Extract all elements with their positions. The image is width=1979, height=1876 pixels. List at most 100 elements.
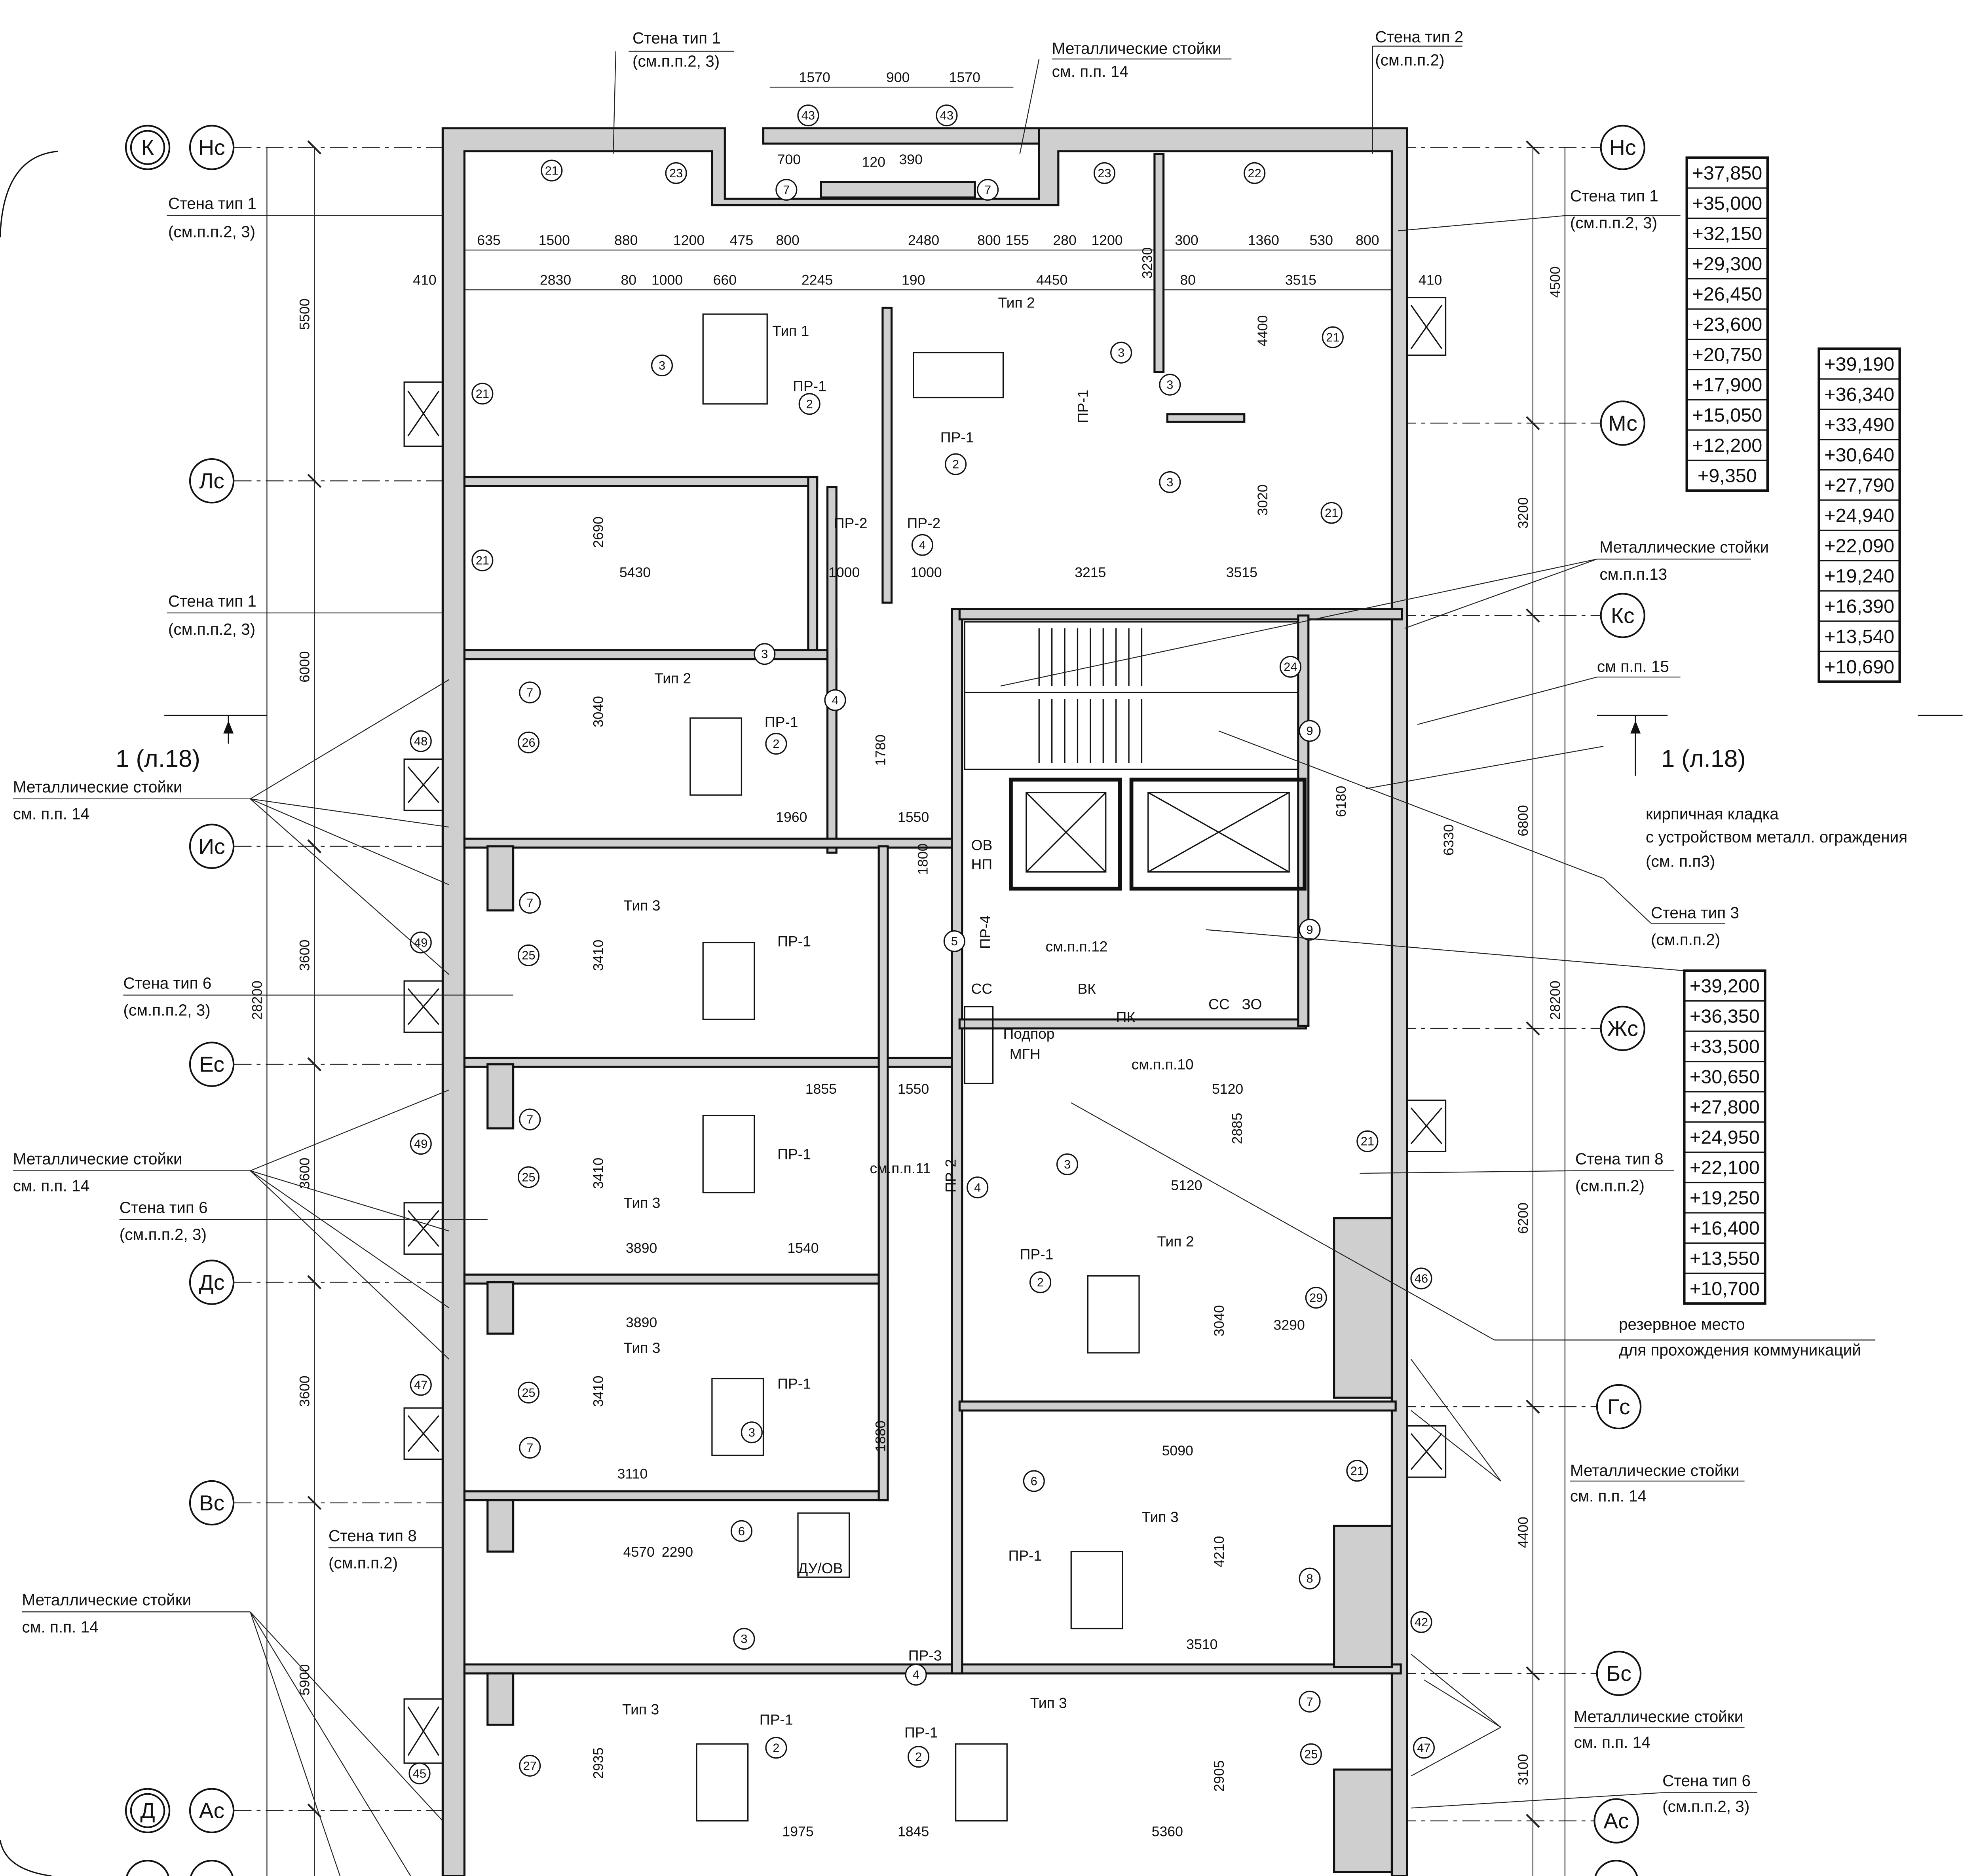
room-mark: 42 — [1410, 1611, 1432, 1633]
svg-text:ПР-2: ПР-2 — [834, 515, 868, 531]
svg-text:3: 3 — [748, 1425, 755, 1439]
axis-markers-left: К Нс Лс Ис Ес Дс Вс Д Ас — [125, 125, 235, 1876]
svg-text:6200: 6200 — [1515, 1203, 1531, 1234]
elevation-value: +39,190 — [1824, 354, 1894, 375]
interior-walls — [463, 153, 1403, 1873]
room-mark: 2 — [908, 1746, 930, 1768]
equipment-labels: Тип 1 Тип 2 Тип 2 Тип 3 Тип 3 Тип 2 Тип … — [622, 294, 1262, 1718]
note-title: Стена тип 8 — [329, 1527, 417, 1545]
elevation-value: +33,490 — [1824, 414, 1894, 435]
svg-text:3410: 3410 — [590, 1158, 606, 1189]
svg-text:см. п.п. 14: см. п.п. 14 — [22, 1618, 98, 1636]
note-title: Металлические стойки — [22, 1591, 191, 1609]
room-mark: 24 — [1279, 656, 1301, 678]
room-mark: 26 — [517, 731, 540, 753]
svg-text:3230: 3230 — [1139, 247, 1155, 279]
svg-text:3: 3 — [659, 359, 665, 372]
svg-text:7: 7 — [984, 183, 991, 197]
axis-label: Дс — [199, 1270, 225, 1295]
svg-text:7: 7 — [526, 896, 533, 910]
svg-text:(см.п.п.2, 3): (см.п.п.2, 3) — [168, 223, 255, 241]
svg-text:880: 880 — [614, 232, 638, 248]
svg-text:3: 3 — [1166, 475, 1173, 489]
svg-text:(см. п.п3): (см. п.п3) — [1646, 852, 1715, 871]
svg-text:(см.п.п.2, 3): (см.п.п.2, 3) — [168, 620, 255, 638]
svg-text:9: 9 — [1306, 724, 1313, 738]
svg-text:Тип 2: Тип 2 — [1157, 1233, 1194, 1250]
room-mark: 4 — [911, 534, 933, 556]
svg-text:8: 8 — [1306, 1572, 1313, 1586]
room-mark: 7 — [519, 892, 541, 914]
windows — [403, 297, 1447, 1764]
note-title: Металлические стойки — [1052, 39, 1221, 57]
svg-text:1200: 1200 — [1091, 232, 1122, 248]
room-mark: 21 — [1322, 326, 1344, 348]
svg-text:СС: СС — [1208, 996, 1230, 1012]
svg-text:530: 530 — [1309, 232, 1333, 248]
svg-text:2885: 2885 — [1229, 1113, 1245, 1144]
shaft-blocks — [689, 313, 1140, 1822]
svg-text:46: 46 — [1415, 1271, 1428, 1285]
elevation-value: +10,700 — [1690, 1278, 1760, 1299]
svg-text:ОВ: ОВ — [971, 837, 993, 854]
svg-text:3100: 3100 — [1515, 1754, 1531, 1785]
svg-text:4450: 4450 — [1036, 272, 1067, 288]
svg-text:МГН: МГН — [1010, 1046, 1041, 1062]
svg-text:4500: 4500 — [1547, 266, 1563, 298]
room-mark: 3 — [1159, 374, 1181, 396]
dimensions-row-1: 635 1500 880 1200 475 800 2480 800 155 2… — [477, 232, 1379, 248]
svg-text:21: 21 — [1361, 1134, 1374, 1148]
elevation-value: +35,000 — [1692, 193, 1762, 214]
axis-label: Мс — [1608, 411, 1637, 435]
room-mark: 7 — [1299, 1690, 1321, 1713]
stair-core — [964, 621, 1299, 770]
note-title: Стена тип 6 — [120, 1199, 208, 1217]
room-mark: 7 — [519, 681, 541, 704]
svg-text:1540: 1540 — [787, 1240, 819, 1256]
svg-text:6180: 6180 — [1333, 786, 1349, 817]
svg-text:23: 23 — [1098, 166, 1111, 180]
room-mark: 46 — [1410, 1267, 1432, 1290]
axis-label: Ис — [198, 834, 225, 859]
svg-text:см. п.п. 14: см. п.п. 14 — [13, 1177, 89, 1195]
svg-text:2: 2 — [915, 1750, 922, 1764]
svg-text:2480: 2480 — [908, 232, 939, 248]
svg-text:410: 410 — [1419, 272, 1442, 288]
svg-text:7: 7 — [783, 183, 790, 197]
svg-text:Тип 2: Тип 2 — [654, 670, 691, 687]
svg-text:1570: 1570 — [799, 69, 830, 85]
svg-text:2290: 2290 — [662, 1544, 693, 1560]
svg-text:(см.п.п.2, 3): (см.п.п.2, 3) — [1570, 214, 1657, 232]
svg-text:ПР-4: ПР-4 — [977, 915, 993, 949]
axis-label: Ас — [1603, 1809, 1629, 1833]
svg-text:7: 7 — [526, 1441, 533, 1455]
note-title: Металлические стойки — [1570, 1461, 1740, 1480]
svg-text:21: 21 — [1325, 506, 1338, 520]
elevation-tables: +37,850+35,000+32,150+29,300+26,450+23,6… — [1683, 156, 1901, 1305]
elevation-value: +10,690 — [1824, 656, 1894, 677]
svg-text:22: 22 — [1248, 166, 1261, 180]
room-mark: 7 — [977, 179, 999, 201]
svg-text:4210: 4210 — [1211, 1536, 1227, 1567]
svg-text:4: 4 — [832, 693, 838, 707]
svg-text:(см.п.п.2, 3): (см.п.п.2, 3) — [632, 52, 720, 70]
elevation-value: +15,050 — [1692, 405, 1762, 426]
svg-text:Подпор: Подпор — [1003, 1025, 1055, 1042]
svg-text:Тип 3: Тип 3 — [1030, 1694, 1067, 1711]
room-mark: 4 — [824, 689, 846, 711]
svg-text:21: 21 — [545, 164, 558, 178]
svg-text:49: 49 — [414, 935, 427, 949]
svg-text:1855: 1855 — [805, 1081, 837, 1097]
svg-text:1800: 1800 — [915, 844, 931, 875]
room-mark: 3 — [741, 1421, 763, 1444]
svg-text:6800: 6800 — [1515, 805, 1531, 836]
svg-text:ДУ/ОВ: ДУ/ОВ — [798, 1560, 843, 1576]
svg-text:28200: 28200 — [1547, 981, 1563, 1020]
svg-text:4400: 4400 — [1515, 1517, 1531, 1548]
svg-text:3: 3 — [761, 647, 768, 661]
elevation-value: +36,350 — [1690, 1006, 1760, 1027]
svg-text:45: 45 — [413, 1766, 426, 1780]
note-title: Стена тип 8 — [1575, 1150, 1664, 1168]
elevator-shaft-1 — [1009, 778, 1122, 891]
svg-text:ЗО: ЗО — [1242, 996, 1262, 1012]
